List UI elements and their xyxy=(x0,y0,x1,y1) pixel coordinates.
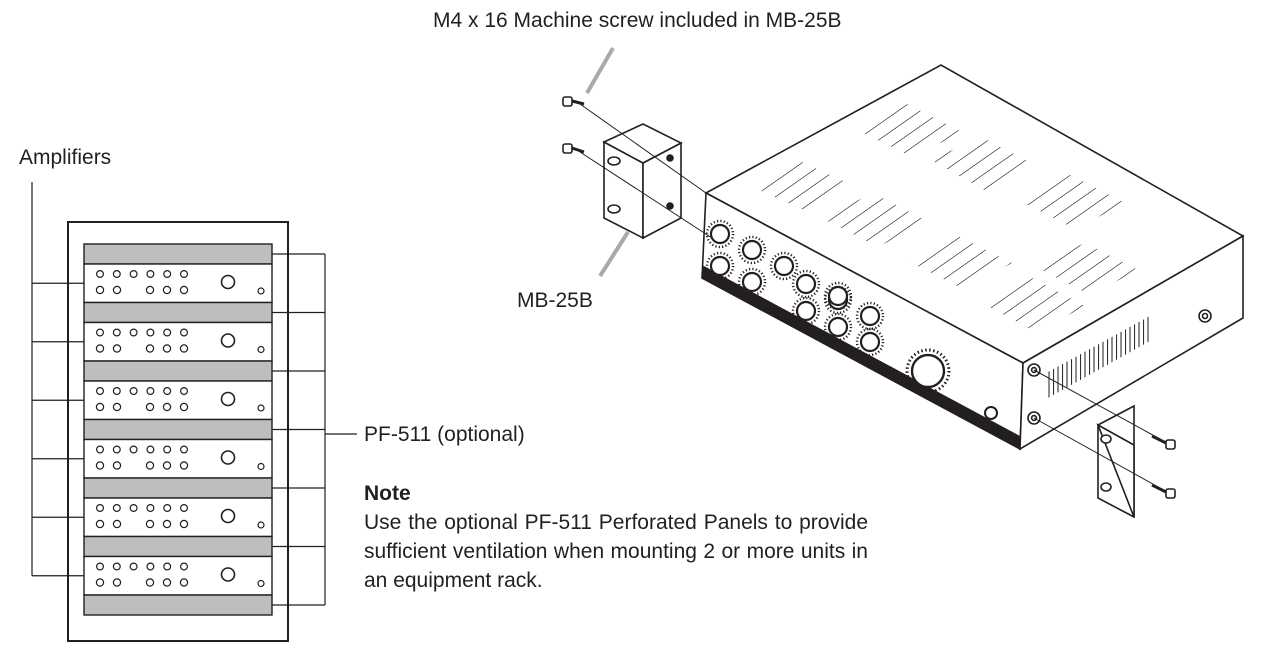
perforated-panel xyxy=(83,535,273,558)
screw-icon xyxy=(562,96,585,107)
rack-amplifier xyxy=(83,497,273,538)
screw-icon xyxy=(1151,483,1176,499)
screw-icon xyxy=(562,143,585,154)
bracket-label: MB-25B xyxy=(517,289,593,312)
volume-knob xyxy=(220,333,236,348)
side-vents xyxy=(1048,316,1150,398)
rack-amplifier xyxy=(83,555,273,596)
volume-knob xyxy=(220,508,236,524)
power-led xyxy=(257,462,265,471)
volume-knob xyxy=(220,450,236,465)
power-button xyxy=(984,406,998,420)
screws xyxy=(562,96,1176,499)
top-vents xyxy=(750,104,1138,332)
perforated-panel xyxy=(83,418,273,441)
screw-icon xyxy=(1151,434,1176,450)
side-screw xyxy=(1198,309,1212,323)
perforated-panel xyxy=(83,243,273,265)
screw-label: M4 x 16 Machine screw included in MB-25B xyxy=(433,9,842,32)
amplifier-unit xyxy=(701,64,1245,451)
volume-knob xyxy=(220,391,236,407)
master-volume-knob xyxy=(910,353,946,389)
power-led xyxy=(257,287,265,295)
note-title: Note xyxy=(364,482,411,505)
power-led xyxy=(257,404,265,412)
power-led xyxy=(257,579,265,588)
rack-amplifier xyxy=(83,438,273,479)
amplifier-leader-lines xyxy=(31,182,84,577)
panel-leader-lines xyxy=(272,253,357,606)
power-led xyxy=(257,521,265,529)
bracket-leader xyxy=(598,230,630,278)
right-bracket xyxy=(1096,404,1135,519)
perforated-panel xyxy=(83,594,273,616)
panel-label: PF-511 (optional) xyxy=(364,423,525,446)
volume-knob xyxy=(220,567,236,582)
power-led xyxy=(257,345,265,354)
perforated-panel xyxy=(83,477,273,499)
equipment-rack xyxy=(67,221,289,642)
rack-amplifier xyxy=(83,380,273,421)
front-knobs xyxy=(705,219,885,357)
note-block: Note Use the optional PF-511 Perforated … xyxy=(364,482,868,595)
perforated-panel xyxy=(83,360,273,382)
left-bracket xyxy=(602,123,683,240)
screw-leader xyxy=(585,46,615,95)
rack-amplifier xyxy=(83,263,273,304)
volume-knob xyxy=(220,274,236,290)
alignment-lines xyxy=(579,103,1161,489)
amplifiers-label: Amplifiers xyxy=(19,146,112,169)
note-body: Use the optional PF-511 Perforated Panel… xyxy=(364,511,868,592)
rack-amplifier xyxy=(83,321,273,362)
perforated-panel xyxy=(83,301,273,324)
